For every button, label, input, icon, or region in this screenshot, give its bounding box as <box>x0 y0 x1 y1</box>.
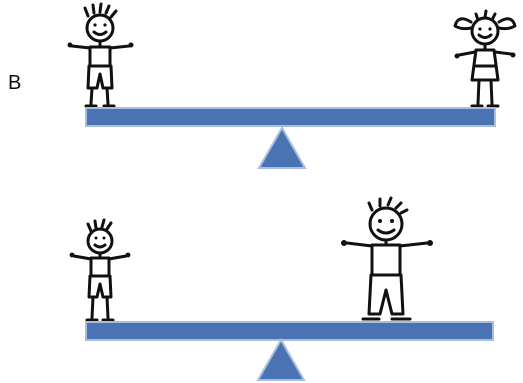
fulcrum-bottom <box>258 340 304 380</box>
plank-bottom <box>86 322 493 340</box>
boy-figure-left <box>68 4 134 106</box>
small-boy-figure-left <box>70 220 131 320</box>
seesaw-scene-top <box>68 4 516 168</box>
plank-top <box>86 108 495 126</box>
girl-figure-right <box>455 11 516 106</box>
fulcrum-top <box>259 128 305 168</box>
seesaw-scene-bottom <box>70 198 493 380</box>
large-boy-figure-right <box>341 198 433 319</box>
